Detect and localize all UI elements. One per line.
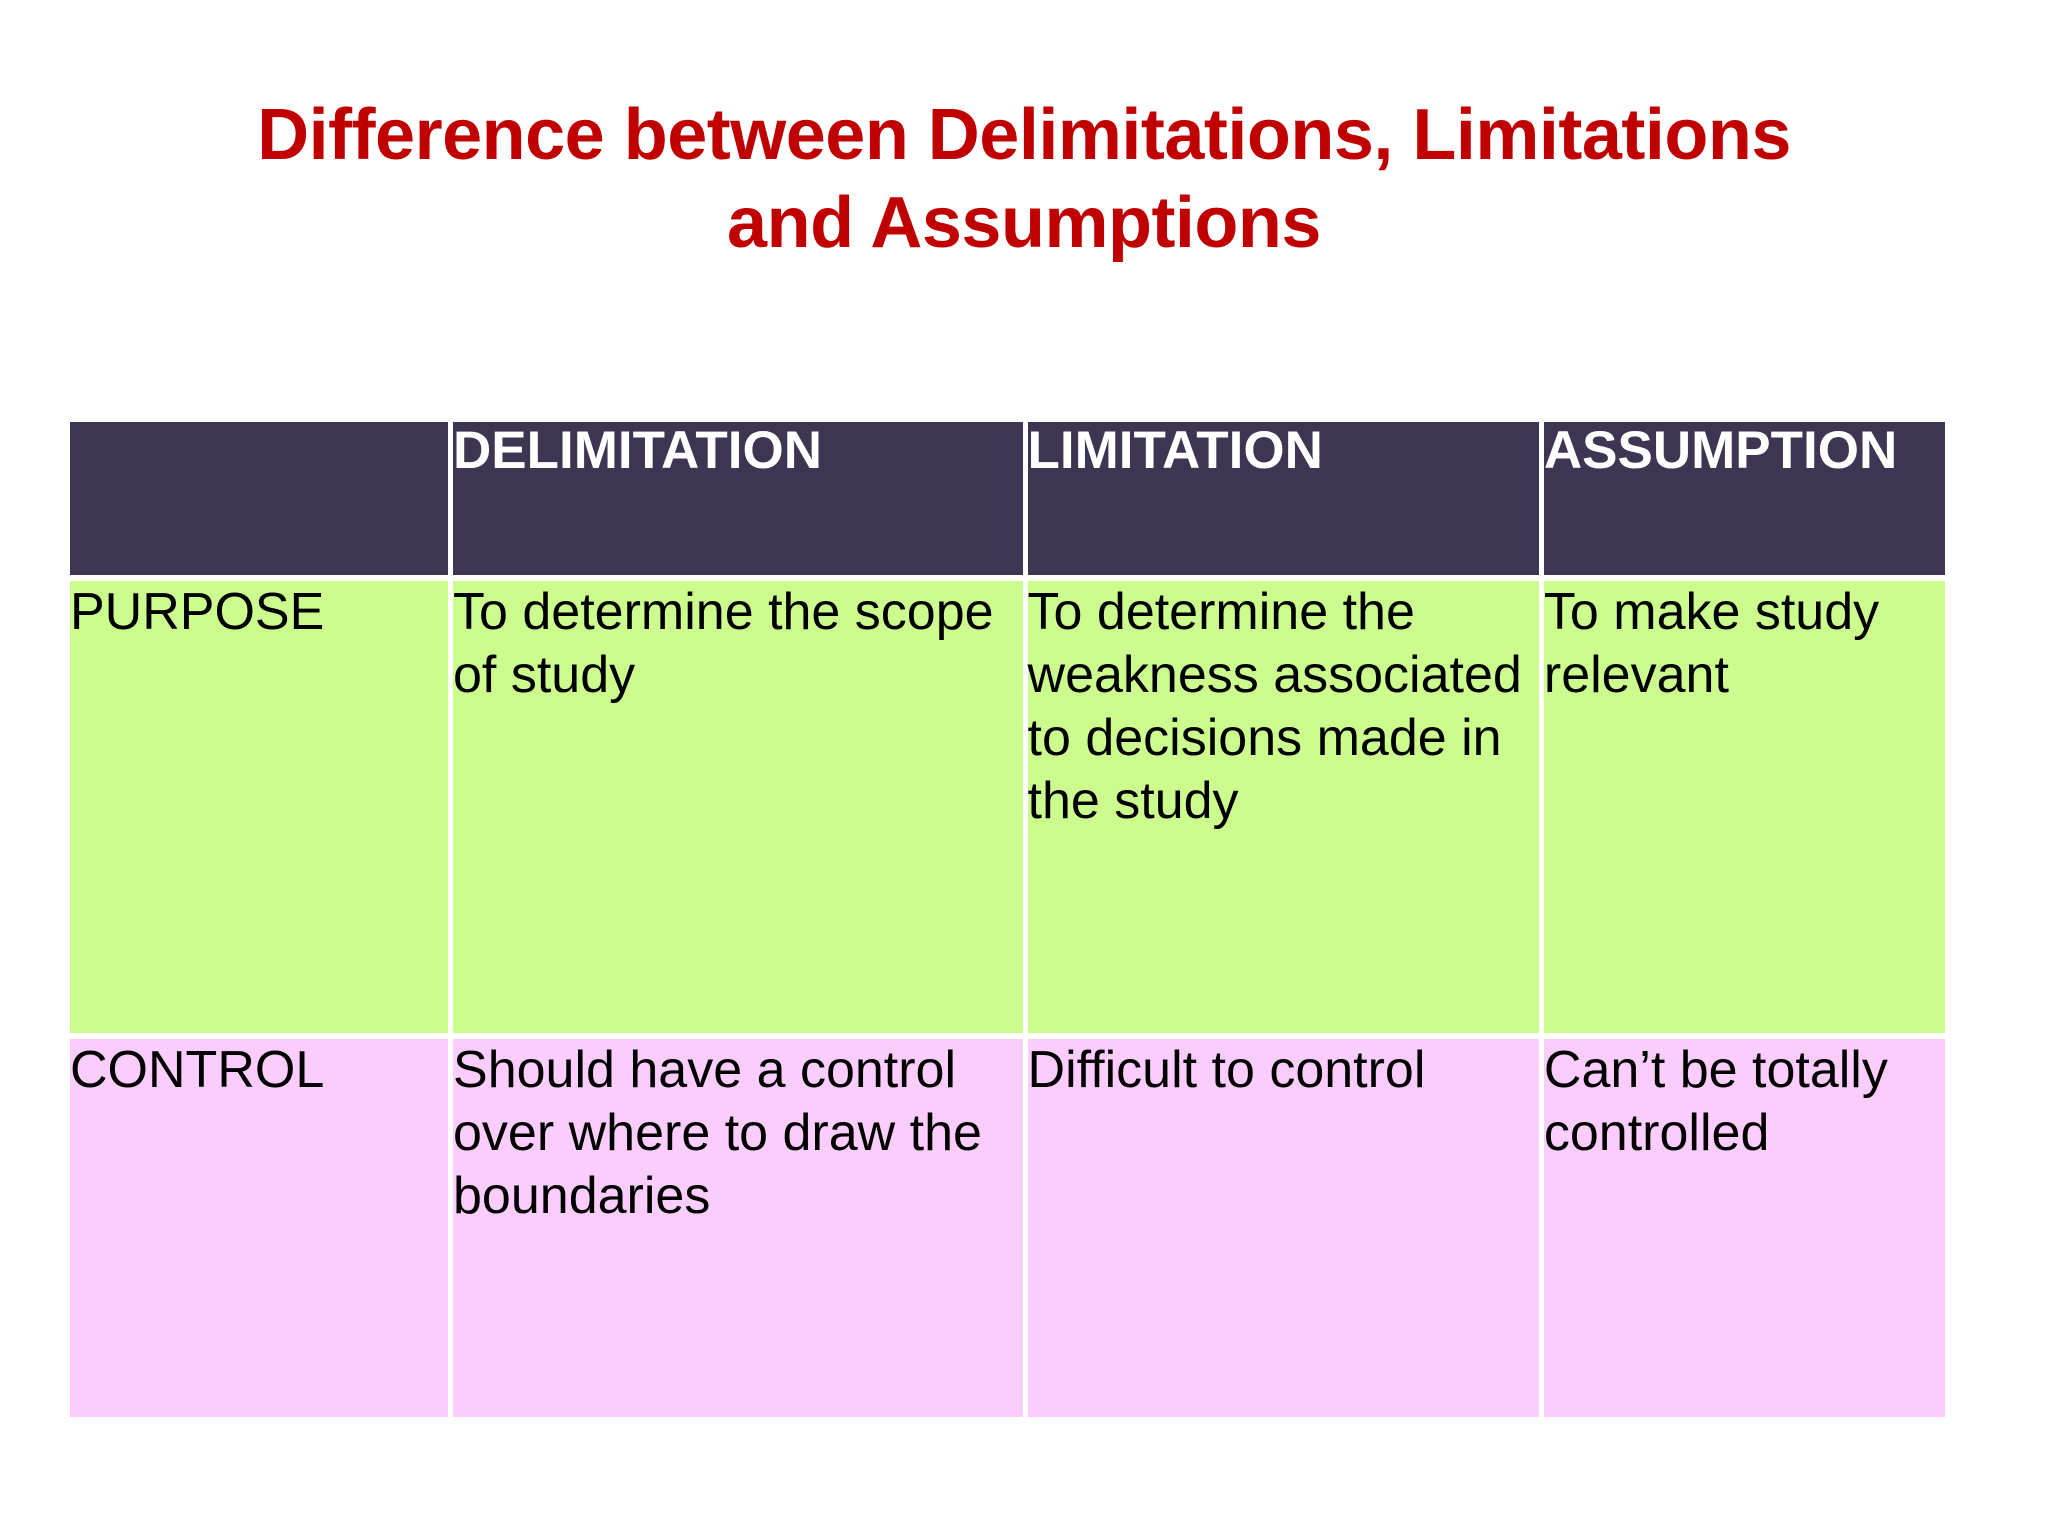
cell-purpose-delimitation: To determine the scope of study bbox=[453, 581, 1023, 1033]
cell-control-delimitation: Should have a control over where to draw… bbox=[453, 1039, 1023, 1417]
comparison-table-wrapper: DELIMITATION LIMITATION ASSUMPTION PURPO… bbox=[70, 421, 1955, 1417]
table-header: DELIMITATION LIMITATION ASSUMPTION bbox=[70, 421, 1945, 575]
cell-control-assumption: Can’t be totally controlled bbox=[1543, 1039, 1945, 1417]
table-row: CONTROL Should have a control over where… bbox=[70, 1039, 1945, 1417]
row-label-control: CONTROL bbox=[70, 1039, 449, 1417]
cell-purpose-limitation: To determine the weakness associated to … bbox=[1027, 581, 1539, 1033]
table-body: PURPOSE To determine the scope of study … bbox=[70, 581, 1945, 1417]
page-title-line-2: and Assumptions bbox=[727, 182, 1321, 263]
cell-control-limitation: Difficult to control bbox=[1027, 1039, 1539, 1417]
row-label-purpose: PURPOSE bbox=[70, 581, 449, 1033]
column-header-limitation: LIMITATION bbox=[1027, 421, 1539, 575]
cell-purpose-assumption: To make study relevant bbox=[1543, 581, 1945, 1033]
table-header-row: DELIMITATION LIMITATION ASSUMPTION bbox=[70, 421, 1945, 575]
column-header-assumption: ASSUMPTION bbox=[1543, 421, 1945, 575]
page-title: Difference between Delimitations, Limita… bbox=[120, 92, 1928, 268]
page-title-line-1: Difference between Delimitations, Limita… bbox=[257, 95, 1791, 175]
table-row: PURPOSE To determine the scope of study … bbox=[70, 581, 1945, 1033]
column-header-blank bbox=[70, 422, 449, 575]
column-header-delimitation: DELIMITATION bbox=[453, 421, 1023, 575]
comparison-table: DELIMITATION LIMITATION ASSUMPTION PURPO… bbox=[65, 416, 1950, 1423]
